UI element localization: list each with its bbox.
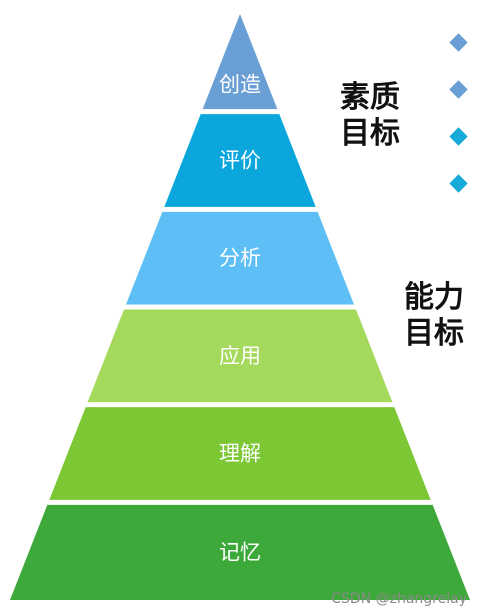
- ability-goal-label: 能力目标: [404, 280, 464, 351]
- pyramid-level-label: 理解: [219, 442, 261, 466]
- pyramid-level-label: 应用: [219, 344, 261, 368]
- pyramid-level-6: [10, 504, 470, 600]
- pyramid-level-label: 评价: [219, 149, 261, 173]
- quality-goal-label: 素质目标: [340, 80, 400, 151]
- pyramid-level-3: [125, 211, 355, 305]
- pyramid-level-4: [87, 309, 393, 403]
- watermark: CSDN @zhangrelay: [331, 591, 467, 607]
- pyramid-level-label: 记忆: [219, 540, 261, 564]
- pyramid-level-1: [202, 14, 278, 110]
- pyramid-level-2: [164, 114, 316, 207]
- pyramid-level-label: 分析: [219, 246, 261, 270]
- pyramid-level-5: [49, 407, 431, 500]
- pyramid-level-label: 创造: [219, 72, 261, 96]
